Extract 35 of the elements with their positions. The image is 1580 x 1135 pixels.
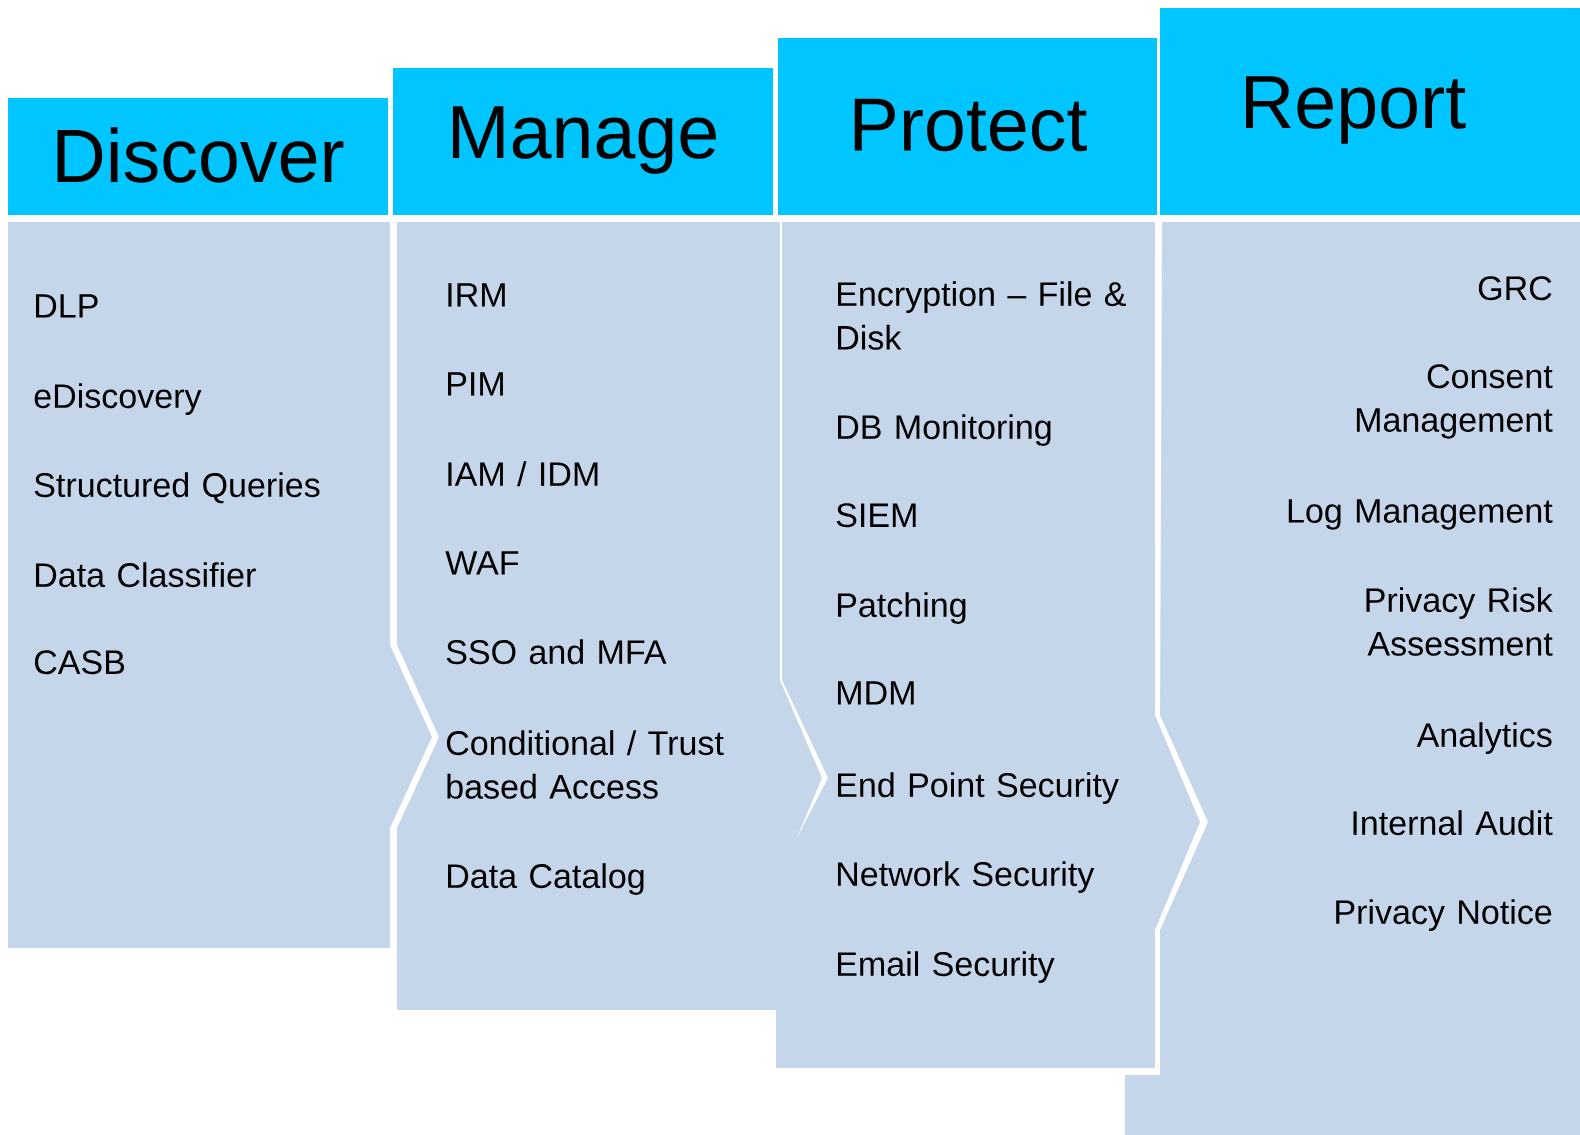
list-item: CASB <box>34 650 125 675</box>
list-panel <box>397 222 822 1010</box>
list-item: MDM <box>838 681 914 705</box>
list-item: DLP <box>36 294 98 318</box>
list-panel <box>776 222 1200 1068</box>
list-item: Structured Queries <box>34 472 320 504</box>
header-box: Discover <box>8 98 388 215</box>
list-item: Data Catalog <box>448 863 644 895</box>
list-item: Encryption – File & Disk <box>838 281 1126 350</box>
list-item: Conditional / Trust based Access <box>446 730 724 799</box>
list-item: Data Classifier <box>36 562 256 588</box>
list-item: eDiscovery <box>34 383 202 415</box>
list-item: Privacy Risk Assessment <box>1366 587 1553 656</box>
list-item: Network Security <box>838 861 1095 893</box>
list-item: Internal Audit <box>1353 810 1553 836</box>
list-item: End Point Security <box>838 772 1119 804</box>
list-panel <box>8 222 432 948</box>
list-item: GRC <box>1478 276 1552 301</box>
header-box: Report <box>1160 8 1580 215</box>
header-box: Protect <box>778 38 1157 215</box>
list-item: SSO and MFA <box>446 639 667 665</box>
list-panel <box>1125 222 1580 1135</box>
list-item: SIEM <box>836 503 916 528</box>
list-item: WAF <box>445 551 519 575</box>
list-item: Patching <box>838 592 966 624</box>
list-item: PIM <box>448 372 503 396</box>
header-box: Manage <box>393 68 773 215</box>
list-item: DB Monitoring <box>838 414 1051 446</box>
list-item: Analytics <box>1416 722 1552 754</box>
list-item: Privacy Notice <box>1336 899 1552 931</box>
list-item: Log Management <box>1288 499 1553 530</box>
list-item: IAM / IDM <box>448 461 598 487</box>
list-item: Consent Management <box>1356 364 1553 439</box>
list-item: IRM <box>448 283 505 307</box>
list-item: Email Security <box>838 951 1055 983</box>
